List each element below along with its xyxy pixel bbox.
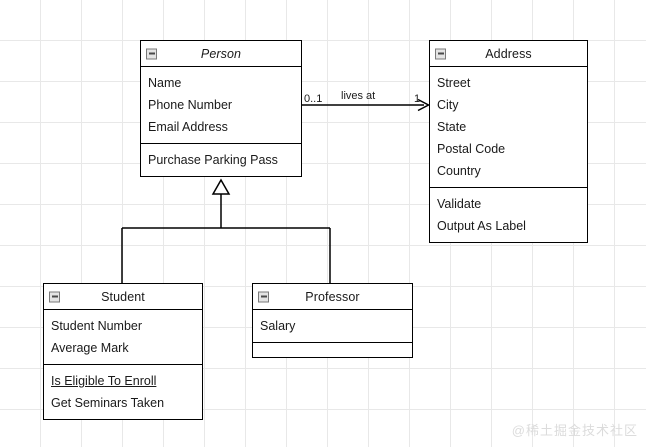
association-target-multiplicity: 1 <box>414 93 421 105</box>
class-box-student[interactable]: Student Student Number Average Mark Is E… <box>43 283 203 420</box>
class-header-professor: Professor <box>253 284 412 310</box>
operations-compartment-student: Is Eligible To Enroll Get Seminars Taken <box>44 364 202 419</box>
attribute-row: State <box>437 120 467 134</box>
class-box-professor[interactable]: Professor Salary <box>252 283 413 358</box>
attributes-compartment-student: Student Number Average Mark <box>44 310 202 364</box>
operations-compartment-professor <box>253 342 412 357</box>
operation-row: Validate <box>437 197 482 211</box>
collapse-minus-icon[interactable] <box>49 291 60 302</box>
attribute-row: Country <box>437 164 481 178</box>
association-source-multiplicity: 0..1 <box>304 93 323 105</box>
attributes-compartment-address: Street City State Postal Code Country <box>430 67 587 187</box>
attributes-compartment-person: Name Phone Number Email Address <box>141 67 301 143</box>
attributes-compartment-professor: Salary <box>253 310 412 342</box>
watermark: @稀土掘金技术社区 <box>511 423 638 438</box>
operations-compartment-address: Validate Output As Label <box>430 187 587 242</box>
attribute-row: Student Number <box>51 319 143 333</box>
class-name-address: Address <box>485 46 532 61</box>
class-header-student: Student <box>44 284 202 310</box>
class-header-address: Address <box>430 41 587 67</box>
operation-row: Purchase Parking Pass <box>148 153 278 167</box>
attribute-row: City <box>437 98 459 112</box>
attribute-row: Average Mark <box>51 341 129 355</box>
attribute-row: Email Address <box>148 120 228 134</box>
class-header-person: Person <box>141 41 301 67</box>
class-name-student: Student <box>101 289 145 304</box>
association-label: lives at <box>341 90 376 102</box>
collapse-minus-icon[interactable] <box>435 48 446 59</box>
operation-row-static: Is Eligible To Enroll <box>51 374 157 388</box>
operation-row: Output As Label <box>437 219 526 233</box>
attribute-row: Name <box>148 76 182 90</box>
attribute-row: Street <box>437 76 471 90</box>
class-box-person[interactable]: Person Name Phone Number Email Address P… <box>140 40 302 177</box>
operation-row: Get Seminars Taken <box>51 396 165 410</box>
attribute-row: Phone Number <box>148 98 233 112</box>
class-name-person: Person <box>200 46 242 61</box>
collapse-minus-icon[interactable] <box>258 291 269 302</box>
collapse-minus-icon[interactable] <box>146 48 157 59</box>
operations-compartment-person: Purchase Parking Pass <box>141 143 301 176</box>
attribute-row: Postal Code <box>437 142 506 156</box>
attribute-row: Salary <box>260 319 296 333</box>
class-name-professor: Professor <box>305 289 360 304</box>
class-box-address[interactable]: Address Street City State Postal Code Co… <box>429 40 588 243</box>
generalization-triangle <box>211 178 231 195</box>
